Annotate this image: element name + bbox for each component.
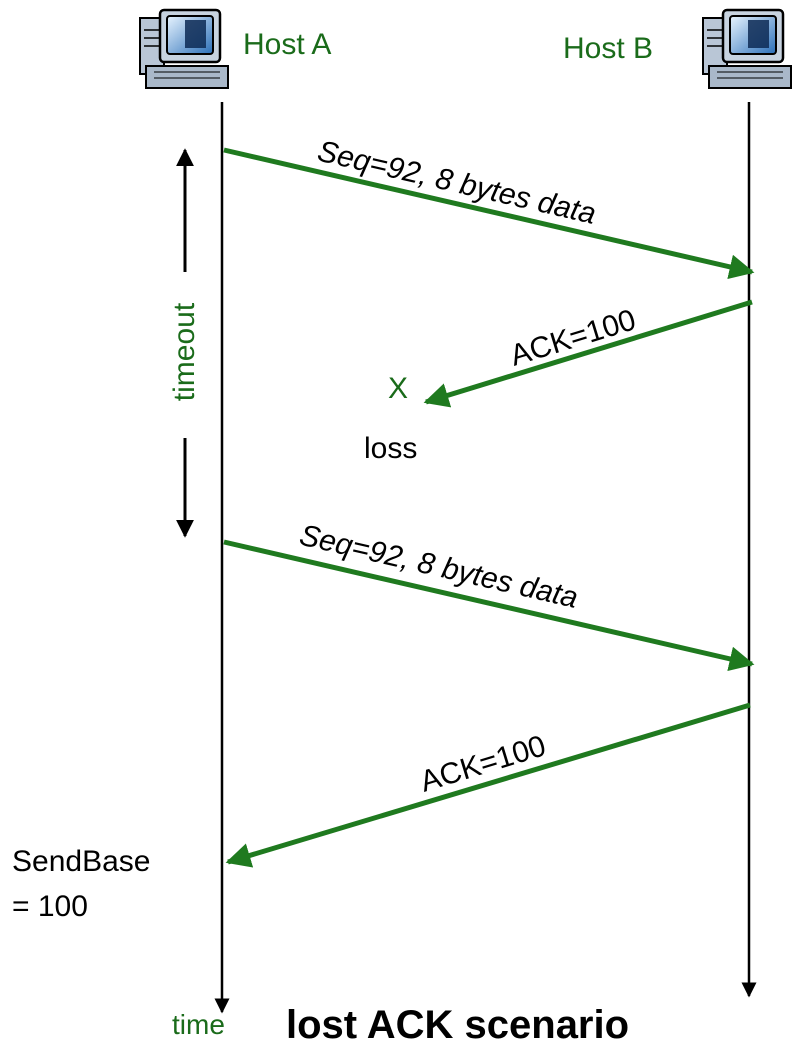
loss-label: loss	[364, 432, 417, 465]
ack-message-2-arrow	[225, 702, 751, 868]
sendbase-line-1: SendBase	[12, 845, 150, 878]
seq-message-1-arrow	[223, 147, 755, 280]
host-b-computer-icon	[702, 8, 792, 89]
ack-message-2-label: ACK=100	[416, 729, 549, 798]
sendbase-line-2: = 100	[12, 890, 88, 923]
host-a-computer-icon	[139, 8, 229, 89]
seq-message-2-arrow	[223, 539, 755, 672]
timeout-label: timeout	[168, 302, 201, 401]
host-a-label: Host A	[243, 28, 331, 61]
ack-message-1-label: ACK=100	[506, 303, 639, 372]
ack-message-1-arrow	[423, 299, 753, 408]
loss-marker: X	[388, 372, 408, 405]
host-b-label: Host B	[563, 32, 653, 65]
time-label: time	[172, 1009, 225, 1040]
scenario-caption: lost ACK scenario	[286, 1003, 629, 1046]
